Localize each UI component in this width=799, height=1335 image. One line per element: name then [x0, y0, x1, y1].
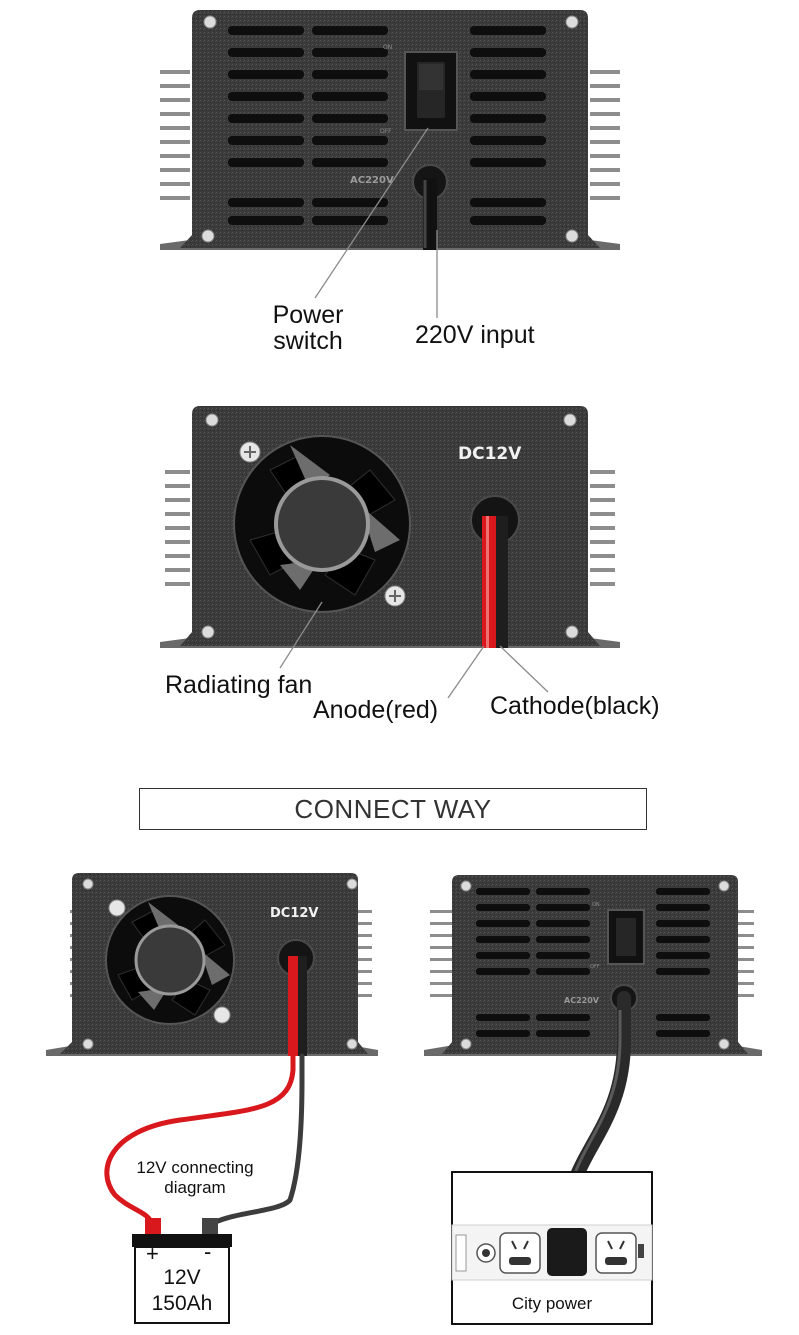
radiating-fan-label: Radiating fan [165, 671, 313, 699]
dc12v-mark: DC12V [458, 444, 522, 464]
battery-minus: - [204, 1239, 212, 1264]
dc-panel-middle [160, 406, 620, 699]
battery-plus: + [146, 1241, 159, 1266]
dc-panel-small [46, 873, 378, 1228]
off-mark-small: OFF [590, 964, 600, 970]
battery [132, 1218, 232, 1324]
dc12v-mark-small: DC12V [270, 906, 319, 921]
battery-capacity: 150Ah [151, 1292, 213, 1315]
on-mark: ON [383, 44, 393, 51]
on-mark-small: ON [592, 902, 600, 908]
connect-way-title: CONNECT WAY [139, 788, 647, 830]
input-220v-label: 220V input [415, 321, 535, 349]
ac220v-mark-small: AC220V [564, 996, 599, 1005]
ac220v-mark: AC220V [350, 175, 394, 186]
cathode-label: Cathode(black) [490, 692, 660, 720]
off-mark: OFF [380, 128, 392, 135]
connecting-diagram-label: 12V connecting diagram [136, 1158, 254, 1197]
power-switch-label: Power switch [272, 301, 344, 356]
ac-panel-top [160, 10, 620, 318]
anode-label: Anode(red) [313, 696, 439, 724]
city-power-label: City power [511, 1294, 593, 1313]
battery-voltage: 12V [163, 1266, 201, 1289]
city-power-strip [451, 1171, 653, 1325]
ac-panel-small [424, 875, 762, 1257]
